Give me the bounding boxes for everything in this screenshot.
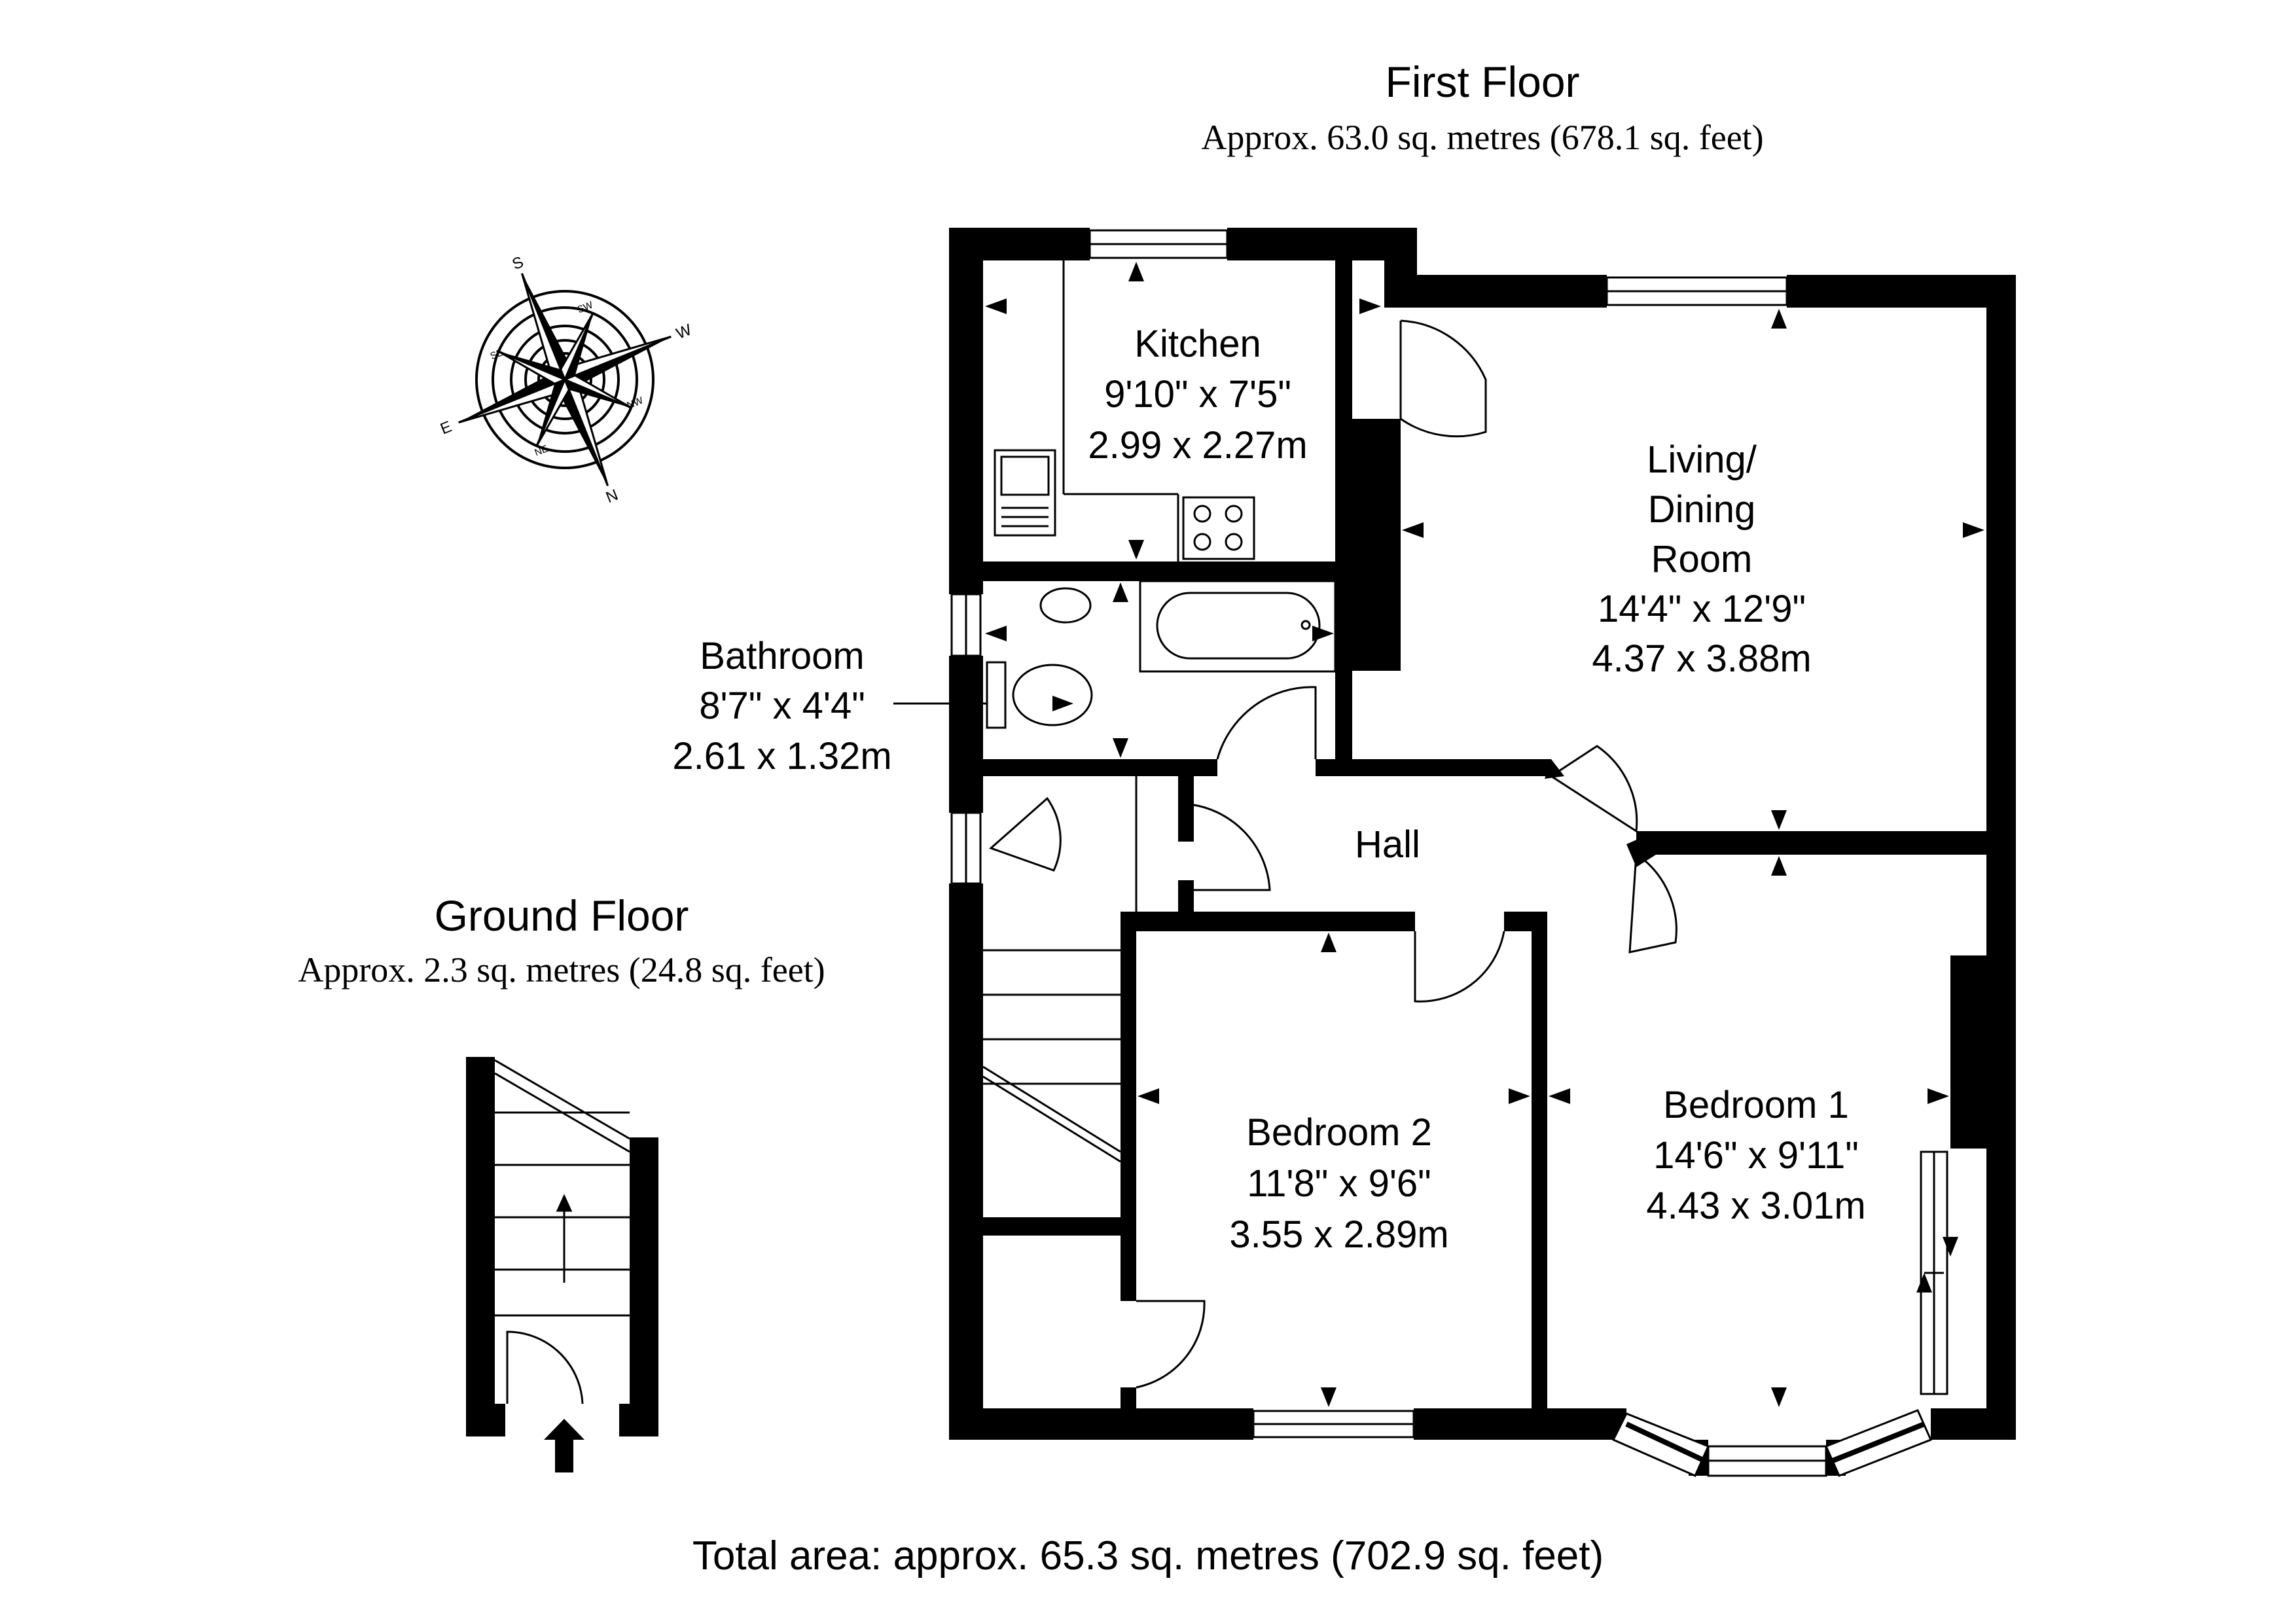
compass-rose-icon: S N W E SW SE NW NE <box>438 253 694 507</box>
bedroom1-label: Bedroom 1 <box>1663 1084 1849 1126</box>
living-label-1: Living/ <box>1647 438 1757 481</box>
svg-text:S: S <box>510 253 526 274</box>
total-area-caption: Total area: approx. 65.3 sq. metres (702… <box>692 1533 1604 1578</box>
doors <box>989 319 1677 1389</box>
svg-text:SE: SE <box>489 347 505 362</box>
bedroom2-label: Bedroom 2 <box>1246 1111 1432 1154</box>
first-floor-title: First Floor <box>1386 58 1580 106</box>
dimension-arrows <box>985 262 1984 1407</box>
living-label-2: Dining <box>1648 488 1755 531</box>
first-floor-area: Approx. 63.0 sq. metres (678.1 sq. feet) <box>1201 118 1763 157</box>
svg-text:NW: NW <box>625 395 645 411</box>
svg-text:W: W <box>673 321 694 343</box>
living-imperial: 14'4" x 12'9" <box>1598 588 1806 630</box>
fixtures <box>893 260 1944 1394</box>
bathroom-metric: 2.61 x 1.32m <box>672 735 891 777</box>
bathroom-label: Bathroom <box>700 635 864 677</box>
ground-floor-area: Approx. 2.3 sq. metres (24.8 sq. feet) <box>298 950 825 990</box>
hall-label: Hall <box>1355 823 1420 866</box>
bedroom2-imperial: 11'8" x 9'6" <box>1247 1162 1431 1205</box>
room-living: Living/ Dining Room 14'4" x 12'9" 4.37 x… <box>1592 438 1811 680</box>
living-label-3: Room <box>1651 538 1753 580</box>
ground-floor-title: Ground Floor <box>435 891 689 940</box>
room-bedroom1: Bedroom 1 14'6" x 9'11" 4.43 x 3.01m <box>1646 1084 1865 1227</box>
bathroom-imperial: 8'7" x 4'4" <box>699 685 865 727</box>
svg-text:N: N <box>603 486 620 507</box>
bedroom1-metric: 4.43 x 3.01m <box>1646 1185 1865 1227</box>
bedroom2-metric: 3.55 x 2.89m <box>1229 1213 1448 1256</box>
living-metric: 4.37 x 3.88m <box>1592 637 1811 680</box>
kitchen-metric: 2.99 x 2.27m <box>1088 424 1307 467</box>
room-kitchen: Kitchen 9'10" x 7'5" 2.99 x 2.27m <box>1088 323 1307 467</box>
svg-text:NE: NE <box>533 443 550 459</box>
windows <box>950 229 1948 1477</box>
kitchen-imperial: 9'10" x 7'5" <box>1104 373 1291 416</box>
room-bedroom2: Bedroom 2 11'8" x 9'6" 3.55 x 2.89m <box>1229 1111 1448 1256</box>
entrance-arrow-icon <box>544 1419 584 1472</box>
svg-text:E: E <box>438 418 454 438</box>
ground-floor-plan <box>466 1057 658 1472</box>
bedroom1-imperial: 14'6" x 9'11" <box>1653 1134 1859 1177</box>
room-bathroom: Bathroom 8'7" x 4'4" 2.61 x 1.32m <box>672 635 891 777</box>
kitchen-label: Kitchen <box>1134 323 1261 365</box>
